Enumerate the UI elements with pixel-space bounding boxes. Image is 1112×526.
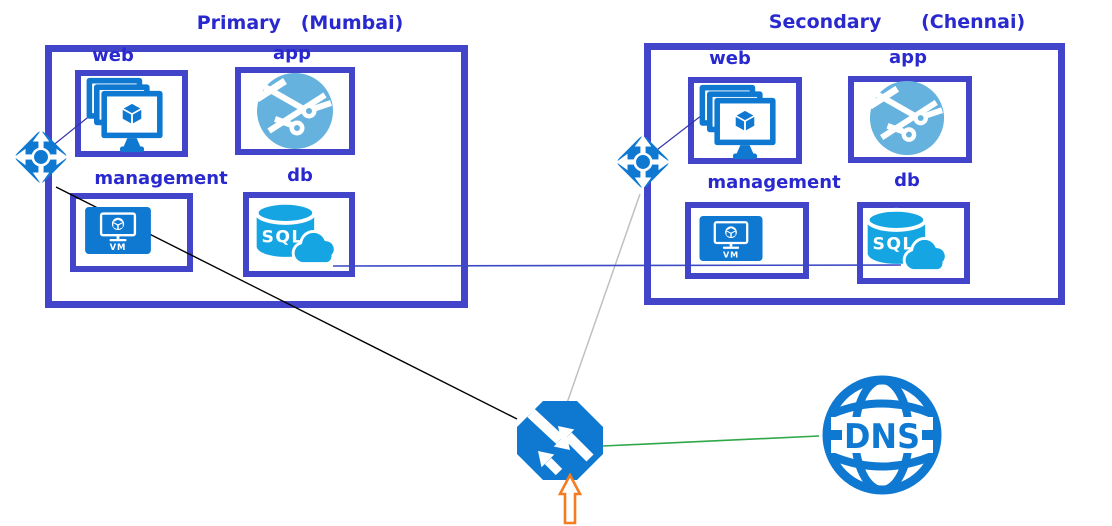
secondary-app-globe-icon <box>868 80 945 156</box>
secondary-management-vm-icon: VM <box>699 216 763 261</box>
vm-label: VM <box>723 249 739 259</box>
dns-label: DNS <box>844 417 920 457</box>
vm-label: VM <box>110 242 127 252</box>
primary-management-vm-icon: VM <box>85 207 151 254</box>
connector-traffic-manager-to-dns <box>602 435 820 447</box>
primary-app-globe-icon <box>255 73 333 149</box>
primary-web-label: web <box>92 45 134 66</box>
connector-secondary-to-traffic-manager <box>566 193 641 404</box>
primary-sql-db-icon: SQL <box>254 200 337 266</box>
primary-app-label: app <box>273 43 311 64</box>
traffic-manager-icon <box>517 401 603 480</box>
secondary-web-servers-icon <box>699 84 776 160</box>
secondary-router-icon <box>616 135 670 189</box>
secondary-db-label: db <box>894 170 920 191</box>
secondary-management-label: management <box>707 172 841 193</box>
primary-region-title: Primary (Mumbai) <box>196 12 404 34</box>
primary-db-label: db <box>287 165 313 186</box>
up-arrow-icon <box>558 473 582 525</box>
dns-globe-icon: DNS <box>822 375 942 495</box>
secondary-app-label: app <box>889 47 927 68</box>
primary-router-icon <box>14 130 68 184</box>
primary-management-label: management <box>94 168 228 189</box>
secondary-sql-db-icon: SQL <box>865 207 948 273</box>
primary-web-servers-icon <box>86 77 163 153</box>
sql-label: SQL <box>872 235 914 255</box>
secondary-web-label: web <box>709 48 751 69</box>
secondary-region-title: Secondary (Chennai) <box>768 11 1026 33</box>
